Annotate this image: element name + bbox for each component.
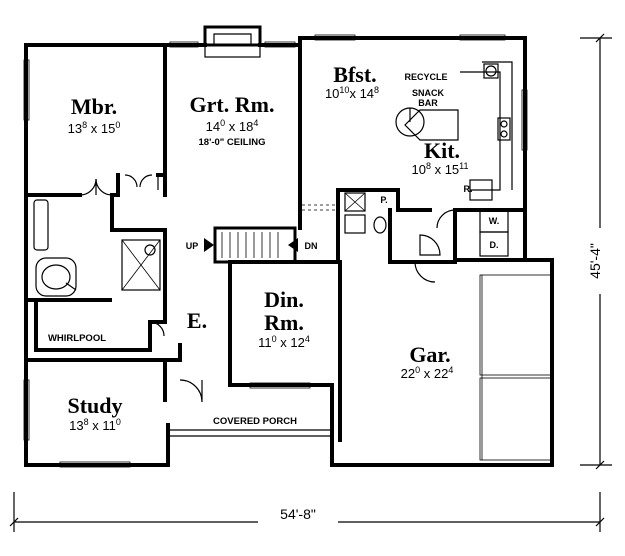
width-dimension: 54'-8" [9,492,605,532]
covered-porch-label: COVERED PORCH [213,416,297,427]
recycle-label: RECYCLE [404,72,447,82]
whirlpool-label: WHIRLPOOL [48,333,106,344]
mbr-label: Mbr. [71,94,117,119]
pantry-label: P. [380,195,387,205]
windows [23,34,528,468]
bfst-size: 1010x 148 [325,85,379,101]
dn-label: DN [305,241,318,251]
snack-bar-label-line1: SNACK [412,88,445,98]
study-label: Study [67,393,122,418]
depth-dimension: 45'-4" [580,33,612,470]
fireplace [203,25,262,58]
refrigerator-label: R. [464,184,473,194]
washer-label: W. [489,216,500,226]
bath-fixtures [33,199,161,297]
interior-walls [24,43,527,442]
gar-size: 220 x 224 [401,365,454,381]
din-rm-size: 110 x 124 [258,334,310,350]
porch [168,429,332,437]
width-dimension-label: 54'-8" [280,506,316,522]
kit-label: Kit. [424,138,460,163]
dryer-label: D. [490,240,499,250]
grt-rm-ceiling-note: 18'-0" CEILING [199,137,266,148]
depth-dimension-label: 45'-4" [587,243,603,279]
bfst-label: Bfst. [333,62,376,87]
kitchen-fixtures [344,61,513,257]
snack-bar-label-line2: BAR [418,98,438,108]
up-label: UP [186,241,199,251]
din-rm-label-line2: Rm. [264,310,304,335]
study-size: 138 x 110 [69,417,121,433]
grt-rm-size: 140 x 184 [206,118,259,134]
up-arrow-icon [204,238,214,252]
exterior-walls [24,36,554,467]
din-rm-label-line1: Din. [264,287,304,312]
doors [79,174,456,403]
entry-label: E. [187,308,207,333]
down-arrow-icon [288,238,298,252]
kit-size: 108 x 1511 [411,161,468,177]
garage-doors [479,274,553,461]
mbr-size: 138 x 150 [68,120,121,136]
stairs [204,232,298,258]
grt-rm-label: Grt. Rm. [190,92,275,117]
gar-label: Gar. [409,342,450,367]
